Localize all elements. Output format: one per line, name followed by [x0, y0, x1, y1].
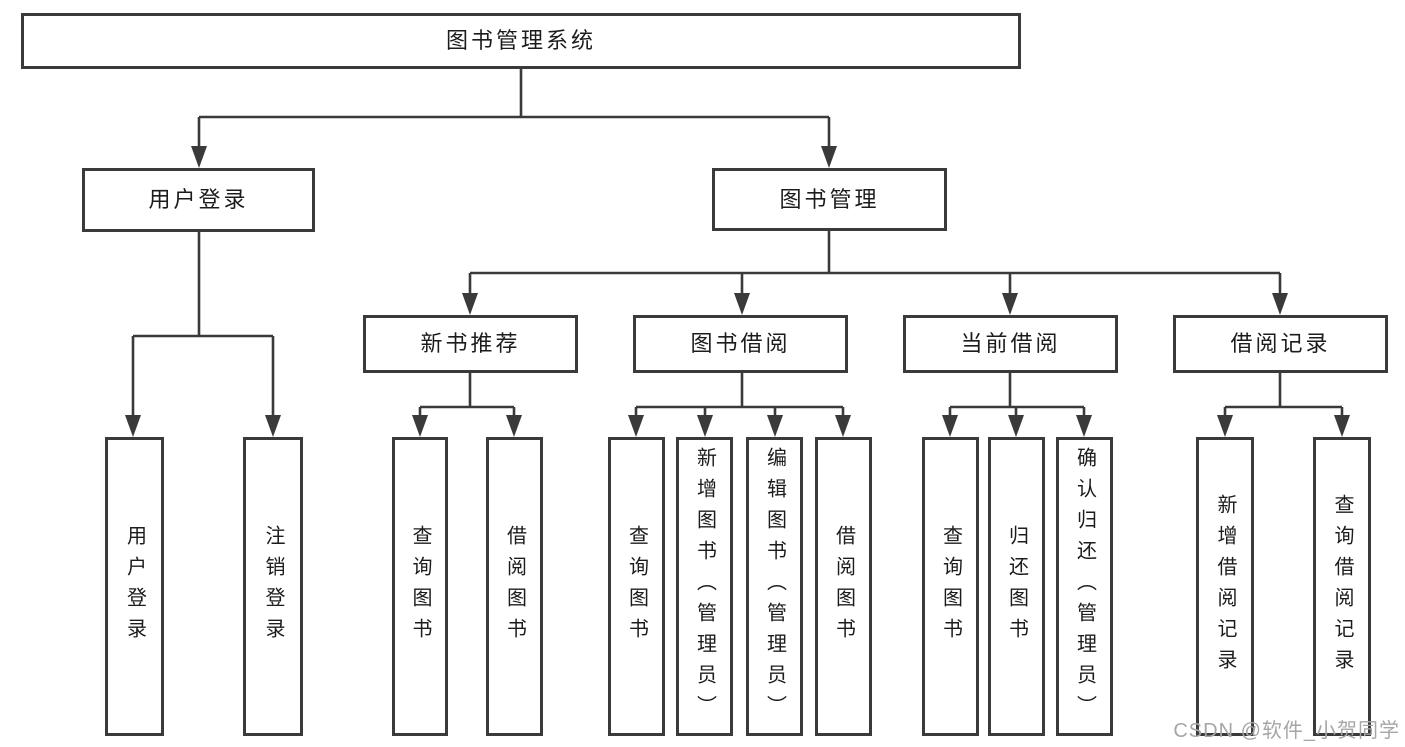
watermark-text: CSDN @软件_小贺同学	[1173, 720, 1400, 742]
node-label: 新书推荐	[420, 331, 521, 356]
node-label: 借阅记录	[1230, 331, 1331, 356]
node-label: 新增借阅记录	[1214, 493, 1236, 680]
node-book-management: 图书管理	[712, 168, 947, 231]
leaf-confirm-return-admin: 确认归还（管理员）	[1056, 437, 1113, 736]
node-label: 借阅图书	[832, 524, 855, 649]
node-library-system: 图书管理系统	[21, 13, 1021, 69]
node-label: 图书管理	[779, 186, 880, 212]
node-label: 编辑图书（管理员）	[763, 447, 786, 726]
leaf-query-books-recommend: 查询图书	[392, 437, 448, 736]
node-label: 确认归还（管理员）	[1073, 447, 1096, 726]
node-book-borrowing: 图书借阅	[633, 315, 848, 373]
node-label: 注销登录	[262, 524, 284, 649]
leaf-query-borrow-record: 查询借阅记录	[1313, 437, 1371, 736]
node-label: 当前借阅	[960, 331, 1061, 356]
leaf-add-borrow-record: 新增借阅记录	[1196, 437, 1254, 736]
node-label: 新增图书（管理员）	[693, 447, 716, 726]
node-label: 查询借阅记录	[1331, 493, 1353, 680]
node-label: 查询图书	[409, 524, 431, 649]
node-borrowing-records: 借阅记录	[1173, 315, 1388, 373]
node-label: 用户登录	[148, 187, 249, 212]
leaf-borrow-books: 借阅图书	[815, 437, 872, 736]
leaf-query-books-current: 查询图书	[922, 437, 979, 736]
node-label: 用户登录	[123, 524, 146, 649]
leaf-logout: 注销登录	[243, 437, 303, 736]
leaf-return-books: 归还图书	[988, 437, 1045, 736]
leaf-edit-book-admin: 编辑图书（管理员）	[746, 437, 803, 736]
arrowheads	[125, 146, 1350, 437]
node-new-book-recommend: 新书推荐	[363, 315, 578, 373]
node-current-borrowing: 当前借阅	[903, 315, 1118, 373]
node-label: 归还图书	[1005, 524, 1028, 649]
leaf-user-login: 用户登录	[105, 437, 164, 736]
node-label: 查询图书	[625, 524, 648, 649]
leaf-borrow-books-recommend: 借阅图书	[486, 437, 543, 736]
node-label: 图书管理系统	[445, 28, 596, 53]
leaf-query-books-borrowing: 查询图书	[608, 437, 665, 736]
node-user-login: 用户登录	[82, 168, 315, 232]
node-label: 查询图书	[939, 524, 962, 649]
node-label: 借阅图书	[503, 524, 526, 649]
node-label: 图书借阅	[690, 331, 791, 356]
leaf-add-book-admin: 新增图书（管理员）	[676, 437, 733, 736]
